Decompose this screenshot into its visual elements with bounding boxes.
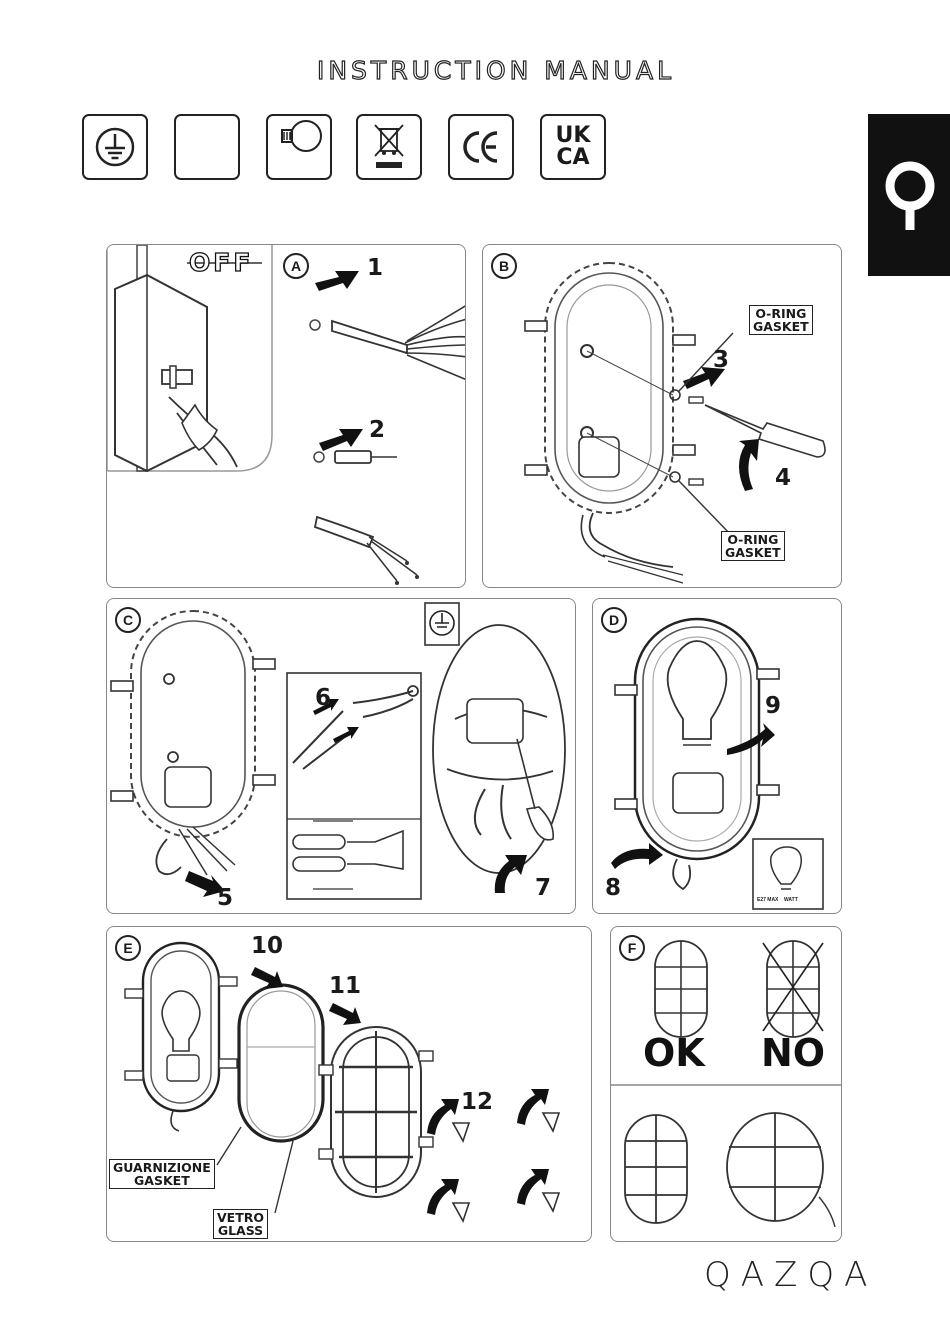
panel-f-illustration [611, 927, 842, 1242]
bulb-icon [266, 114, 332, 180]
step-3: 3 [713, 347, 729, 373]
footer-brand: QAZQA [704, 1255, 877, 1295]
ukca-line1: UK [556, 125, 591, 147]
step-4: 4 [775, 465, 791, 491]
ukca-mark-icon: UK CA [540, 114, 606, 180]
gasket-tag: GUARNIZIONE GASKET [109, 1159, 215, 1189]
o-ring-gasket-tag-bottom: O-RING GASKET [721, 531, 785, 561]
step-12: 12 [461, 1089, 493, 1115]
ok-label: OK [643, 1031, 705, 1075]
ce-mark-icon [448, 114, 514, 180]
page-title: INSTRUCTION MANUAL [0, 56, 950, 85]
step-11: 11 [329, 973, 361, 999]
panel-d-label: D [601, 607, 627, 633]
panel-a-label: A [283, 253, 309, 279]
panel-b-illustration [483, 245, 842, 588]
step-5: 5 [217, 885, 233, 911]
panel-e: E 10 11 12 GUARNIZIONE GASKET VETRO GLAS… [106, 926, 592, 1242]
panel-b-label: B [491, 253, 517, 279]
panel-e-label: E [115, 935, 141, 961]
panel-f-label: F [619, 935, 645, 961]
bulb-caption: E27 MAX WATT [757, 897, 798, 903]
no-label: NO [761, 1031, 825, 1075]
panel-c: C 5 6 7 [106, 598, 576, 914]
weee-bin-icon [356, 114, 422, 180]
ukca-line2: CA [556, 147, 591, 169]
brand-tab [868, 114, 950, 276]
step-8: 8 [605, 875, 621, 901]
panel-f: F OK NO [610, 926, 842, 1242]
o-ring-gasket-tag-top: O-RING GASKET [749, 305, 813, 335]
blank-symbol-icon [174, 114, 240, 180]
step-10: 10 [251, 933, 283, 959]
step-1: 1 [367, 255, 383, 281]
panel-c-label: C [115, 607, 141, 633]
glass-tag: VETRO GLASS [213, 1209, 268, 1239]
panel-b: B O-RING GASKET 3 4 O-RING GASKET [482, 244, 842, 588]
step-9: 9 [765, 693, 781, 719]
step-7: 7 [535, 875, 551, 901]
panel-d: D 9 8 E27 MAX WATT [592, 598, 842, 914]
panel-a: OFF A 1 2 [106, 244, 466, 588]
step-2: 2 [369, 417, 385, 443]
step-6: 6 [315, 685, 331, 711]
off-label: OFF [189, 248, 253, 277]
earth-ground-icon [82, 114, 148, 180]
panel-a-illustration [107, 245, 466, 588]
panel-d-illustration [593, 599, 842, 914]
panel-c-illustration [107, 599, 576, 914]
